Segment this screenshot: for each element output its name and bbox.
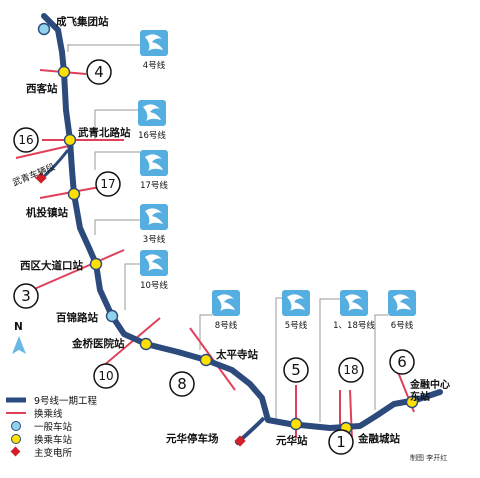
station-label-jitouzhen: 机投镇站 (26, 206, 68, 219)
station-dot-xike (57, 65, 71, 79)
line-number-4: 4 (94, 63, 104, 81)
line-circle-10 (93, 363, 119, 389)
metro-logo-icon-l8: 8号线 (212, 290, 240, 331)
metro-logo-icon-l5: 5号线 (282, 290, 310, 331)
metro-logo-caption-l3: 3号线 (143, 234, 166, 245)
metro-logo-caption-l4: 4号线 (143, 60, 166, 71)
substation-wuqing (35, 172, 47, 184)
metro-logo-caption-l5: 5号线 (285, 320, 308, 331)
line-circle-5 (283, 357, 309, 383)
substation-yuanhua (234, 435, 246, 447)
metro-logo-icon-l17: 17号线 (140, 150, 168, 191)
metro-logo-icon-l6: 6号线 (388, 290, 416, 331)
station-dots (37, 22, 419, 435)
station-label-baijin-lu: 百锦路站 (56, 311, 98, 324)
station-dot-yuanhua (289, 417, 303, 431)
line-number-3: 3 (21, 287, 31, 305)
depot-label-yuanhua-parking: 元华停车场 (166, 432, 219, 445)
transfer-lines (15, 69, 415, 441)
station-dot-wuqing-north (63, 133, 77, 147)
station-label-yuanhua: 元华站 (276, 434, 308, 447)
station-label-wuqing-north: 武青北路站 (78, 126, 131, 139)
credit-text: 制图 李开红 (410, 453, 447, 462)
line-number-1: 1 (336, 433, 346, 451)
legend-normal-station-icon (11, 421, 21, 431)
station-dot-xiqu-dadaokou (89, 257, 103, 271)
legend-normal-station-label: 一般车站 (34, 421, 73, 433)
station-label-xiqu-dadaokou: 西区大道口站 (20, 259, 83, 272)
metro-logo-icon-l1_18: 1、18号线 (333, 290, 375, 331)
metro-logo-icon-l3: 3号线 (140, 204, 168, 245)
line-number-circles (13, 59, 415, 455)
station-dot-jinqiao-yiyuan (139, 337, 153, 351)
station-dot-jitouzhen (67, 187, 81, 201)
line-number-5: 5 (291, 361, 301, 379)
metro-logo-caption-l8: 8号线 (215, 320, 238, 331)
station-label-chengfei: 成飞集团站 (56, 15, 109, 28)
station-dot-baijin-lu (105, 309, 119, 323)
station-label-jinqiao-yiyuan: 金桥医院站 (71, 337, 125, 350)
metro-logo-caption-l16: 16号线 (138, 130, 166, 141)
line-number-8: 8 (177, 375, 187, 393)
line-circle-16 (13, 127, 39, 153)
station-label-xike: 西客站 (26, 82, 58, 95)
metro-logo-icon-l16: 16号线 (138, 100, 166, 141)
metro-logo-caption-l17: 17号线 (140, 180, 168, 191)
metro-logo-icon-l4: 4号线 (140, 30, 168, 71)
north-label: N (14, 321, 23, 333)
line-circle-3 (13, 283, 39, 309)
station-dot-taipingsi (199, 353, 213, 367)
line-circle-6 (389, 349, 415, 375)
metro-logo-caption-l10: 10号线 (140, 280, 168, 291)
line-circle-8 (169, 371, 195, 397)
north-arrow-icon (12, 336, 26, 354)
metro-logo-caption-l1_18: 1、18号线 (333, 320, 375, 331)
legend-substation-label: 主变电所 (34, 447, 73, 459)
line-number-18: 18 (343, 363, 358, 377)
station-label-jinrong-zhongxin-east: 金融中心 东站 (409, 378, 453, 403)
line-circle-1 (328, 429, 354, 455)
legend-substation-icon (10, 446, 21, 457)
line-number-16: 16 (18, 133, 33, 147)
legend-transfer-station-icon (11, 434, 21, 444)
north-arrow: N (12, 321, 26, 354)
station-dot-jinrong-zhongxin-east (405, 395, 419, 409)
line-number-10: 10 (98, 369, 113, 383)
line-number-6: 6 (397, 353, 407, 371)
station-label-jinrongcheng: 金融城站 (357, 432, 400, 445)
metro-logo-caption-l6: 6号线 (391, 320, 414, 331)
legend: 9号线一期工程 换乘线 一般车站 换乘车站 主变电所 (6, 395, 98, 459)
metro-logo-icon-l10: 10号线 (140, 250, 168, 291)
depot-label-wuqing: 武青车辆段 (11, 161, 57, 189)
station-label-taipingsi: 太平寺站 (215, 348, 258, 361)
line-circle-18 (338, 357, 364, 383)
legend-transfer-line-label: 换乘线 (34, 408, 63, 420)
station-dot-chengfei (37, 22, 51, 36)
metro-logos: 4号线 16号线 17号线 3号线 10号线 8号线 5号线 1、18号线 6号线 (138, 30, 416, 331)
line-circle-4 (86, 59, 112, 85)
line-circle-17 (95, 171, 121, 197)
line-number-17: 17 (100, 177, 115, 191)
legend-line9-label: 9号线一期工程 (34, 395, 98, 407)
legend-transfer-station-label: 换乘车站 (34, 434, 73, 446)
